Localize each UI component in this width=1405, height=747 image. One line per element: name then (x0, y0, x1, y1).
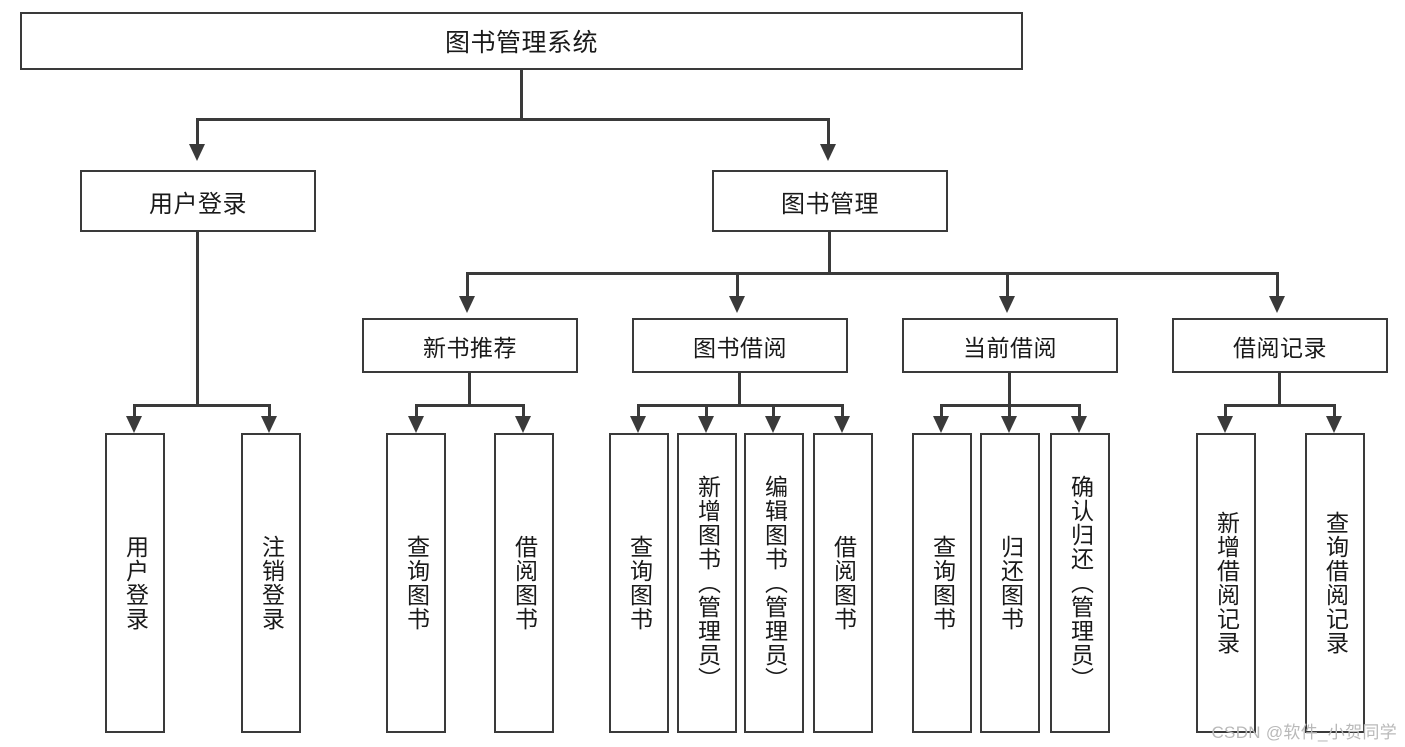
connector-br-drop-2 (1333, 404, 1336, 420)
leaf-cb-return-book[interactable]: 归还图书 (980, 433, 1040, 733)
arrowhead-leaf-bb-query (630, 416, 646, 433)
connector-bb-drop-4 (841, 404, 844, 420)
node-current-borrow[interactable]: 当前借阅 (902, 318, 1118, 373)
connector-user-login-drop-2 (268, 404, 271, 420)
leaf-bb-edit-book-admin[interactable]: 编辑图书（管理员） (744, 433, 804, 733)
node-user-login[interactable]: 用户登录 (80, 170, 316, 232)
connector-borrow-record-bus (1224, 404, 1336, 407)
leaf-cb-query-book[interactable]: 查询图书 (912, 433, 972, 733)
arrowhead-leaf-user-login (126, 416, 142, 433)
connector-level2-bus (466, 272, 1279, 275)
connector-book-borrow-stem (738, 373, 741, 406)
connector-level2-drop-1 (466, 272, 469, 298)
node-label: 编辑图书（管理员） (761, 475, 788, 691)
connector-book-borrow-bus (637, 404, 844, 407)
leaf-logout[interactable]: 注销登录 (241, 433, 301, 733)
arrowhead-leaf-br-query (1326, 416, 1342, 433)
connector-root-stem (520, 70, 523, 120)
node-label: 查询图书 (626, 535, 653, 631)
connector-new-book-drop-2 (522, 404, 525, 420)
watermark-text: CSDN @软件_小贺同学 (1211, 723, 1397, 742)
node-label: 借阅图书 (830, 535, 857, 631)
connector-level1-bus (196, 118, 830, 121)
arrowhead-leaf-nbr-borrow (515, 416, 531, 433)
node-label: 查询图书 (929, 535, 956, 631)
connector-cb-drop-3 (1078, 404, 1081, 420)
node-label: 注销登录 (258, 535, 285, 631)
node-label: 查询借阅记录 (1322, 511, 1349, 655)
arrowhead-leaf-bb-add (698, 416, 714, 433)
connector-bb-drop-2 (705, 404, 708, 420)
connector-user-login-drop-1 (133, 404, 136, 420)
arrowhead-leaf-nbr-query (408, 416, 424, 433)
arrowhead-new-book-recommend (459, 296, 475, 313)
connector-user-login-bus (133, 404, 270, 407)
leaf-br-add-record[interactable]: 新增借阅记录 (1196, 433, 1256, 733)
connector-root-to-user-login (196, 118, 199, 146)
arrowhead-leaf-logout (261, 416, 277, 433)
node-label: 图书管理系统 (444, 29, 598, 57)
arrowhead-book-borrow (729, 296, 745, 313)
connector-bb-drop-1 (637, 404, 640, 420)
arrowhead-leaf-cb-return (1001, 416, 1017, 433)
leaf-cb-confirm-return-admin[interactable]: 确认归还（管理员） (1050, 433, 1110, 733)
leaf-nbr-query-book[interactable]: 查询图书 (386, 433, 446, 733)
leaf-bb-add-book-admin[interactable]: 新增图书（管理员） (677, 433, 737, 733)
node-label: 归还图书 (997, 535, 1024, 631)
node-label: 图书借阅 (693, 334, 787, 361)
leaf-nbr-borrow-book[interactable]: 借阅图书 (494, 433, 554, 733)
arrowhead-book-manage (820, 144, 836, 161)
connector-level2-drop-2 (736, 272, 739, 298)
node-label: 用户登录 (122, 535, 149, 631)
arrowhead-current-borrow (999, 296, 1015, 313)
leaf-user-login[interactable]: 用户登录 (105, 433, 165, 733)
connector-cb-drop-1 (940, 404, 943, 420)
connector-br-drop-1 (1224, 404, 1227, 420)
connector-level2-drop-4 (1276, 272, 1279, 298)
arrowhead-leaf-bb-borrow (834, 416, 850, 433)
node-label: 确认归还（管理员） (1067, 475, 1094, 691)
connector-current-borrow-stem (1008, 373, 1011, 406)
node-label: 当前借阅 (963, 334, 1057, 361)
node-label: 用户登录 (149, 190, 247, 218)
leaf-br-query-record[interactable]: 查询借阅记录 (1305, 433, 1365, 733)
connector-user-login-stem (196, 232, 199, 406)
node-book-manage[interactable]: 图书管理 (712, 170, 948, 232)
connector-book-manage-stem (828, 232, 831, 274)
arrowhead-leaf-bb-edit (765, 416, 781, 433)
arrowhead-borrow-record (1269, 296, 1285, 313)
node-label: 借阅记录 (1233, 334, 1327, 361)
node-label: 新书推荐 (423, 334, 517, 361)
connector-root-to-book-manage (827, 118, 830, 146)
arrowhead-user-login (189, 144, 205, 161)
node-borrow-record[interactable]: 借阅记录 (1172, 318, 1388, 373)
connector-new-book-drop-1 (415, 404, 418, 420)
node-label: 图书管理 (781, 190, 879, 218)
connector-cb-drop-2 (1008, 404, 1011, 420)
arrowhead-leaf-cb-query (933, 416, 949, 433)
arrowhead-leaf-br-add (1217, 416, 1233, 433)
connector-level2-drop-3 (1006, 272, 1009, 298)
connector-new-book-stem (468, 373, 471, 406)
leaf-bb-borrow-book[interactable]: 借阅图书 (813, 433, 873, 733)
node-book-borrow[interactable]: 图书借阅 (632, 318, 848, 373)
node-label: 新增借阅记录 (1213, 511, 1240, 655)
node-label: 借阅图书 (511, 535, 538, 631)
connector-borrow-record-stem (1278, 373, 1281, 406)
node-label: 查询图书 (403, 535, 430, 631)
node-root-system[interactable]: 图书管理系统 (20, 12, 1023, 70)
arrowhead-leaf-cb-confirm (1071, 416, 1087, 433)
node-label: 新增图书（管理员） (694, 475, 721, 691)
connector-bb-drop-3 (772, 404, 775, 420)
leaf-bb-query-book[interactable]: 查询图书 (609, 433, 669, 733)
connector-new-book-bus (415, 404, 525, 407)
node-new-book-recommend[interactable]: 新书推荐 (362, 318, 578, 373)
